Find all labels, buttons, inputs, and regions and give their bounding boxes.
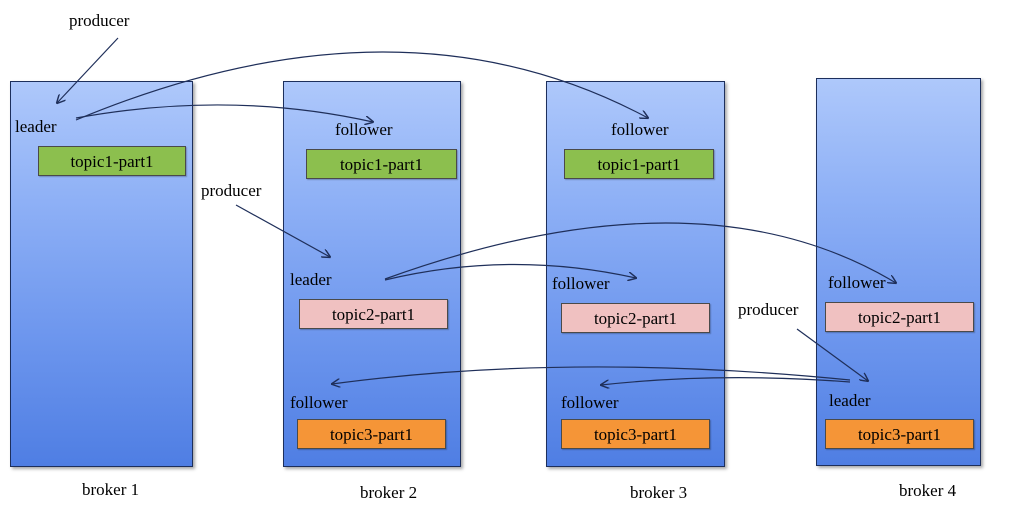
broker-1-leader-label: leader: [15, 117, 57, 136]
broker-2-leader-label-topic2: leader: [290, 270, 332, 289]
broker-1-name: broker 1: [82, 480, 140, 499]
broker-3-name: broker 3: [630, 483, 688, 502]
broker-4-topic3-partition: topic3-part1: [825, 419, 974, 449]
broker-3-follower-label-topic1: follower: [611, 120, 669, 139]
broker-3-topic3-partition: topic3-part1: [561, 419, 710, 449]
broker-4-leader-label-topic3: leader: [829, 391, 871, 410]
broker-4-name: broker 4: [899, 481, 957, 500]
producer-label-topic2: producer: [201, 181, 262, 200]
broker-1-topic1-partition: topic1-part1: [38, 146, 186, 176]
producer-label-topic1: producer: [69, 11, 130, 30]
broker-4-topic2-partition: topic2-part1: [825, 302, 974, 332]
broker-3-follower-label-topic2: follower: [552, 274, 610, 293]
broker-2-name: broker 2: [360, 483, 418, 502]
broker-4-follower-label-topic2: follower: [828, 273, 886, 292]
broker-1-box: [10, 81, 193, 467]
broker-2-topic3-partition: topic3-part1: [297, 419, 446, 449]
broker-3-topic2-partition: topic2-part1: [561, 303, 710, 333]
broker-2-topic2-partition: topic2-part1: [299, 299, 448, 329]
broker-2-follower-label-topic3: follower: [290, 393, 348, 412]
broker-3-follower-label-topic3: follower: [561, 393, 619, 412]
broker-2-follower-label-topic1: follower: [335, 120, 393, 139]
producer-label-topic3: producer: [738, 300, 799, 319]
broker-3-topic1-partition: topic1-part1: [564, 149, 714, 179]
broker-2-topic1-partition: topic1-part1: [306, 149, 457, 179]
